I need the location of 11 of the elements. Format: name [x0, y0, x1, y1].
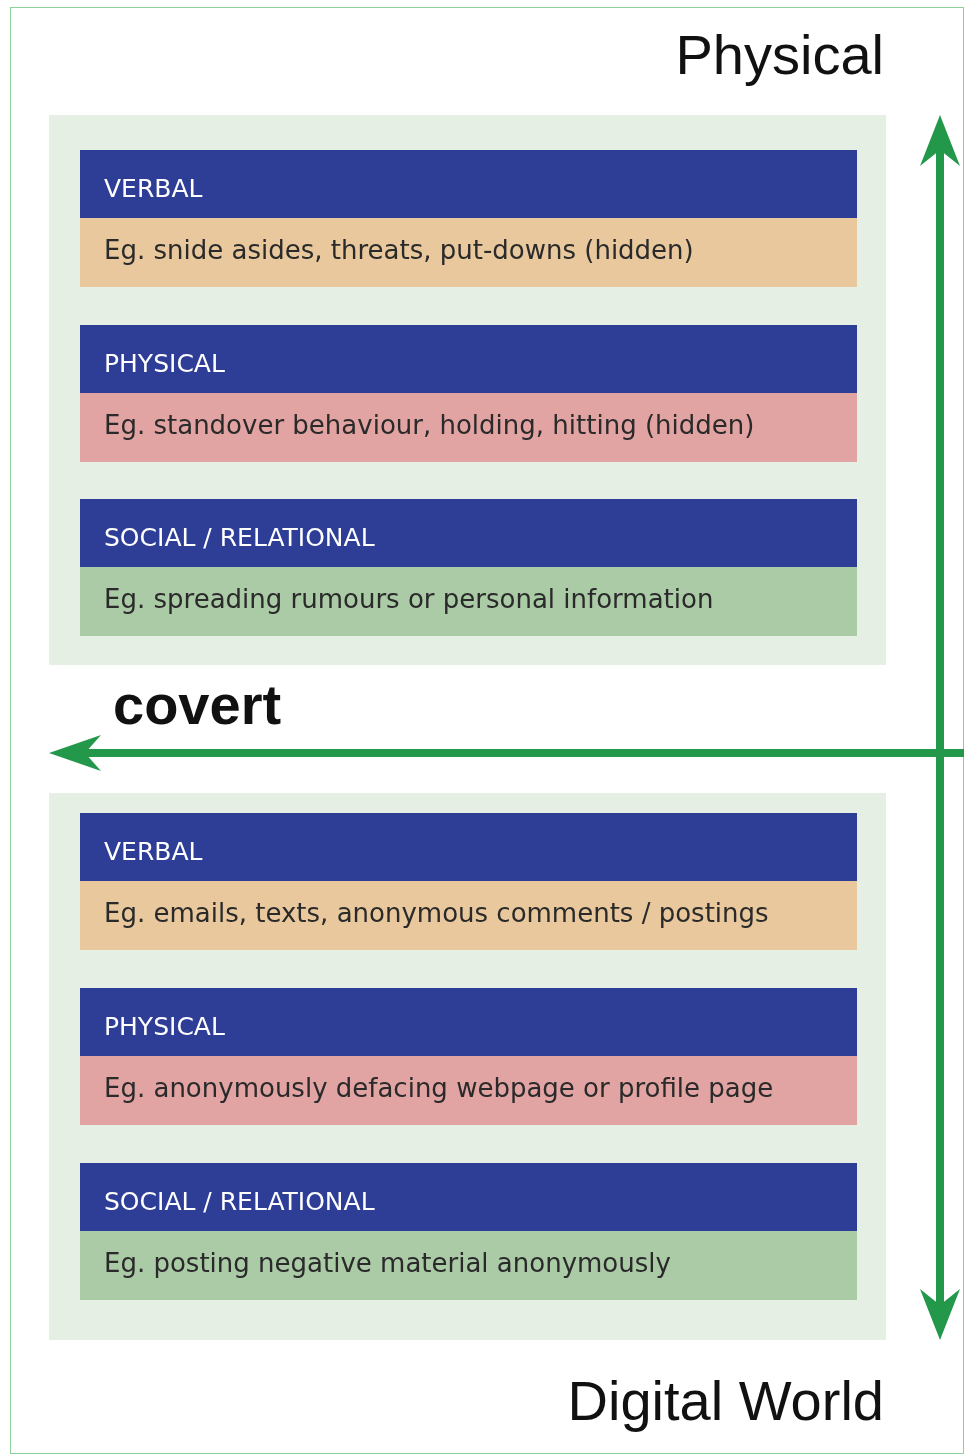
example-text: Eg. standover behaviour, holding, hitting (hidden)	[80, 393, 857, 462]
axis-label: covert	[113, 672, 282, 737]
example-text: Eg. spreading rumours or personal information	[80, 567, 857, 636]
example-text: Eg. emails, texts, anonymous comments / postings	[80, 881, 857, 950]
example-text: Eg. anonymously defacing webpage or profile page	[80, 1056, 857, 1125]
group-panel	[49, 793, 886, 1340]
example-text: Eg. posting negative material anonymously	[80, 1231, 857, 1300]
group-panel	[49, 115, 886, 665]
axis-label: Digital World	[567, 1368, 884, 1433]
example-text: Eg. snide asides, threats, put-downs (hidden)	[80, 218, 857, 287]
axis-label: Physical	[675, 22, 884, 87]
